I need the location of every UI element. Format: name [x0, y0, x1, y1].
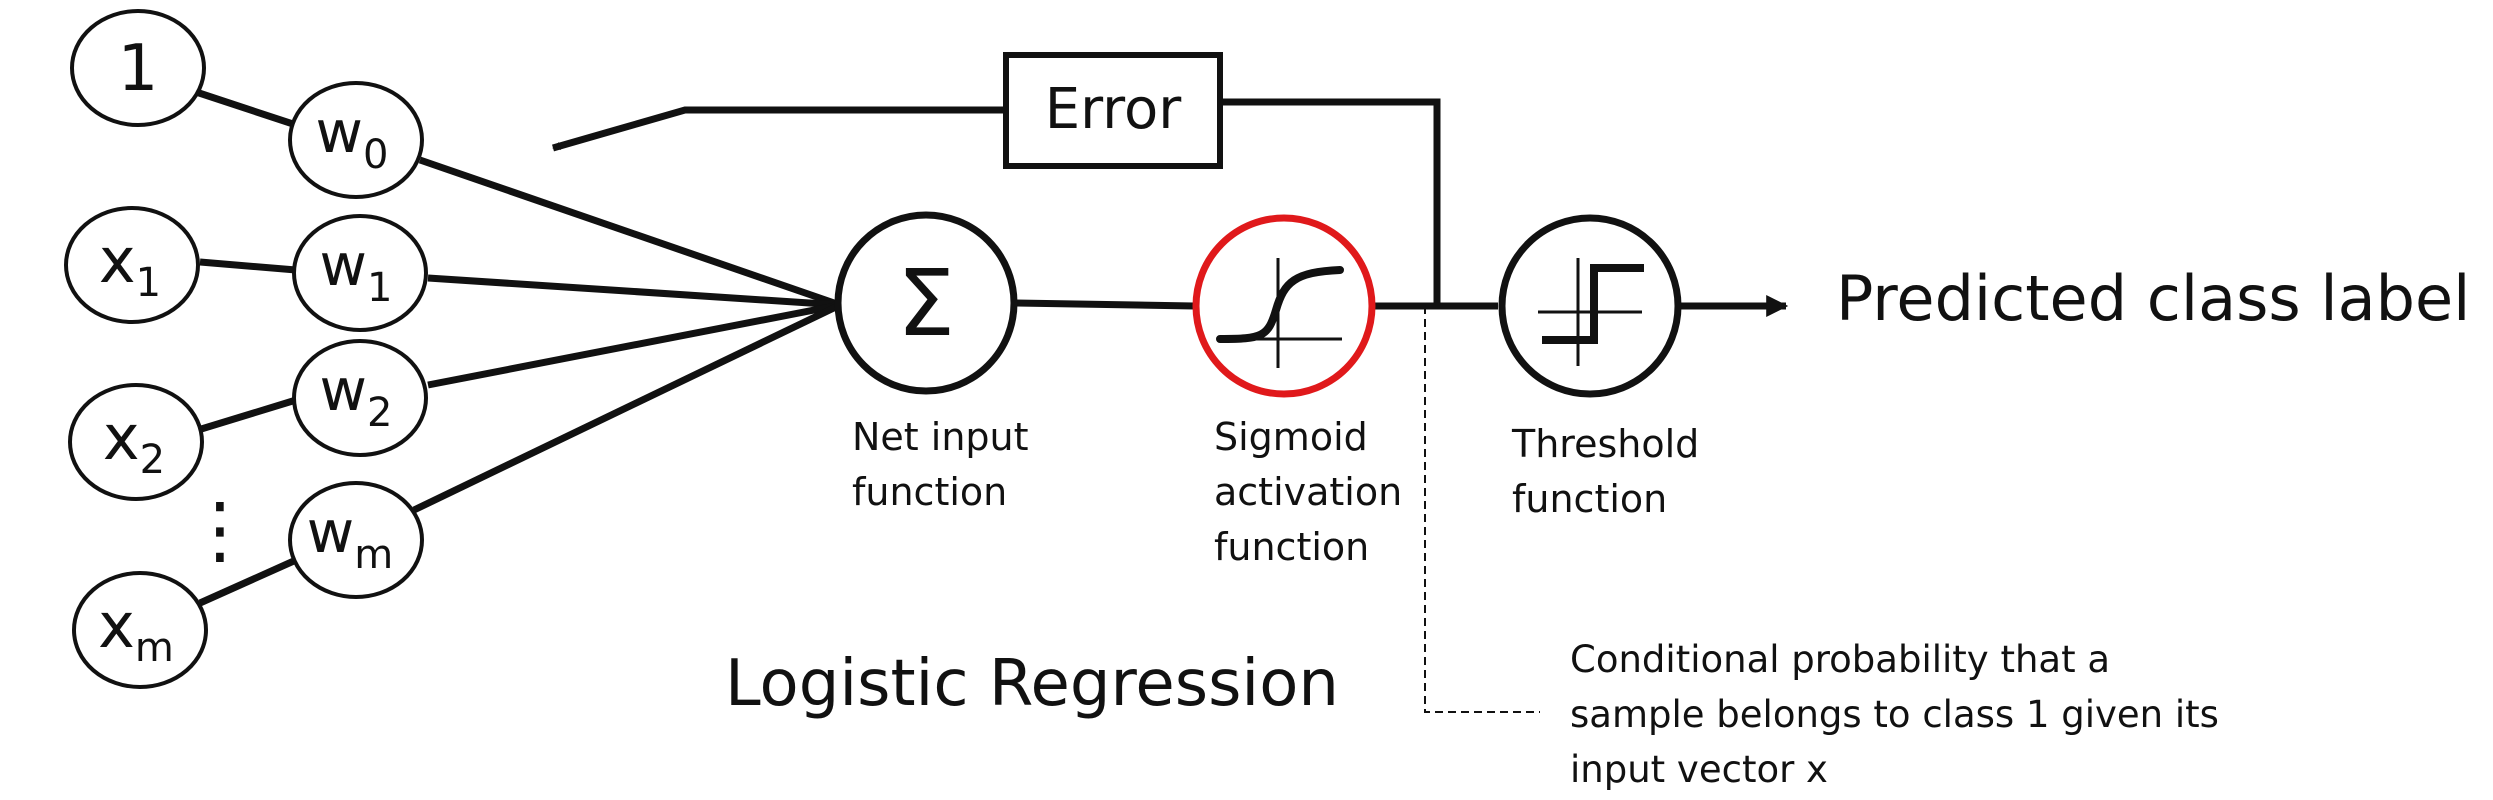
input-xm-node: xm	[72, 571, 208, 689]
sum-icon: Σ	[897, 250, 955, 357]
input-x1-label: x1	[99, 224, 161, 306]
edge-bias-w0	[188, 86, 298, 129]
error-label: Error	[1045, 77, 1182, 142]
threshold-caption: Threshold function	[1511, 422, 1711, 521]
input-x2-node: x2	[68, 383, 204, 501]
input-x2-label: x2	[103, 401, 165, 483]
sigmoid-caption: Sigmoid activation function	[1214, 415, 1414, 569]
edge-w1-sum	[427, 274, 841, 309]
input-x1-node: x1	[64, 206, 200, 324]
output-label: Predicted class label	[1836, 262, 2470, 335]
edge-x2-w2	[196, 396, 298, 434]
annotation-leader	[1424, 306, 1540, 713]
error-box: Error	[1003, 52, 1223, 169]
threshold-node	[1498, 214, 1682, 398]
weight-wm-label: wm	[307, 498, 393, 578]
weight-w2-node: w2	[292, 339, 428, 457]
edge-wm-sum	[412, 301, 842, 514]
input-bias-node: 1	[70, 9, 206, 127]
sigmoid-ring	[1192, 214, 1376, 398]
weight-w1-node: w1	[292, 214, 428, 332]
net-input-caption: Net input function	[852, 415, 1041, 514]
edge-xm-wm	[198, 556, 298, 607]
input-xm-label: xm	[98, 589, 174, 671]
sigmoid-curve-icon	[1216, 258, 1344, 368]
diagram-title: Logistic Regression	[725, 647, 1339, 721]
connections	[188, 86, 1789, 607]
weight-w0-node: w0	[288, 81, 424, 199]
edge-error-feedback-arrow	[552, 106, 1006, 152]
net-input-node: Σ	[834, 211, 1018, 395]
annotation-text: Conditional probability that a sample be…	[1570, 638, 2231, 791]
weight-w1-label: w1	[320, 231, 393, 311]
edge-sum-sigmoid	[1015, 299, 1195, 310]
edge-w2-sum	[427, 301, 841, 389]
inputs-ellipsis: ⋮	[183, 487, 257, 573]
weight-wm-node: wm	[288, 481, 424, 599]
sigmoid-node	[1192, 214, 1376, 398]
weight-w0-label: w0	[316, 98, 389, 178]
step-function-icon	[1538, 258, 1644, 366]
edge-x1-w1	[199, 258, 297, 274]
weight-w2-label: w2	[320, 356, 393, 436]
input-bias-label: 1	[118, 32, 159, 106]
edge-w0-sum	[418, 156, 842, 309]
edge-feedback-to-error	[1220, 98, 1441, 306]
